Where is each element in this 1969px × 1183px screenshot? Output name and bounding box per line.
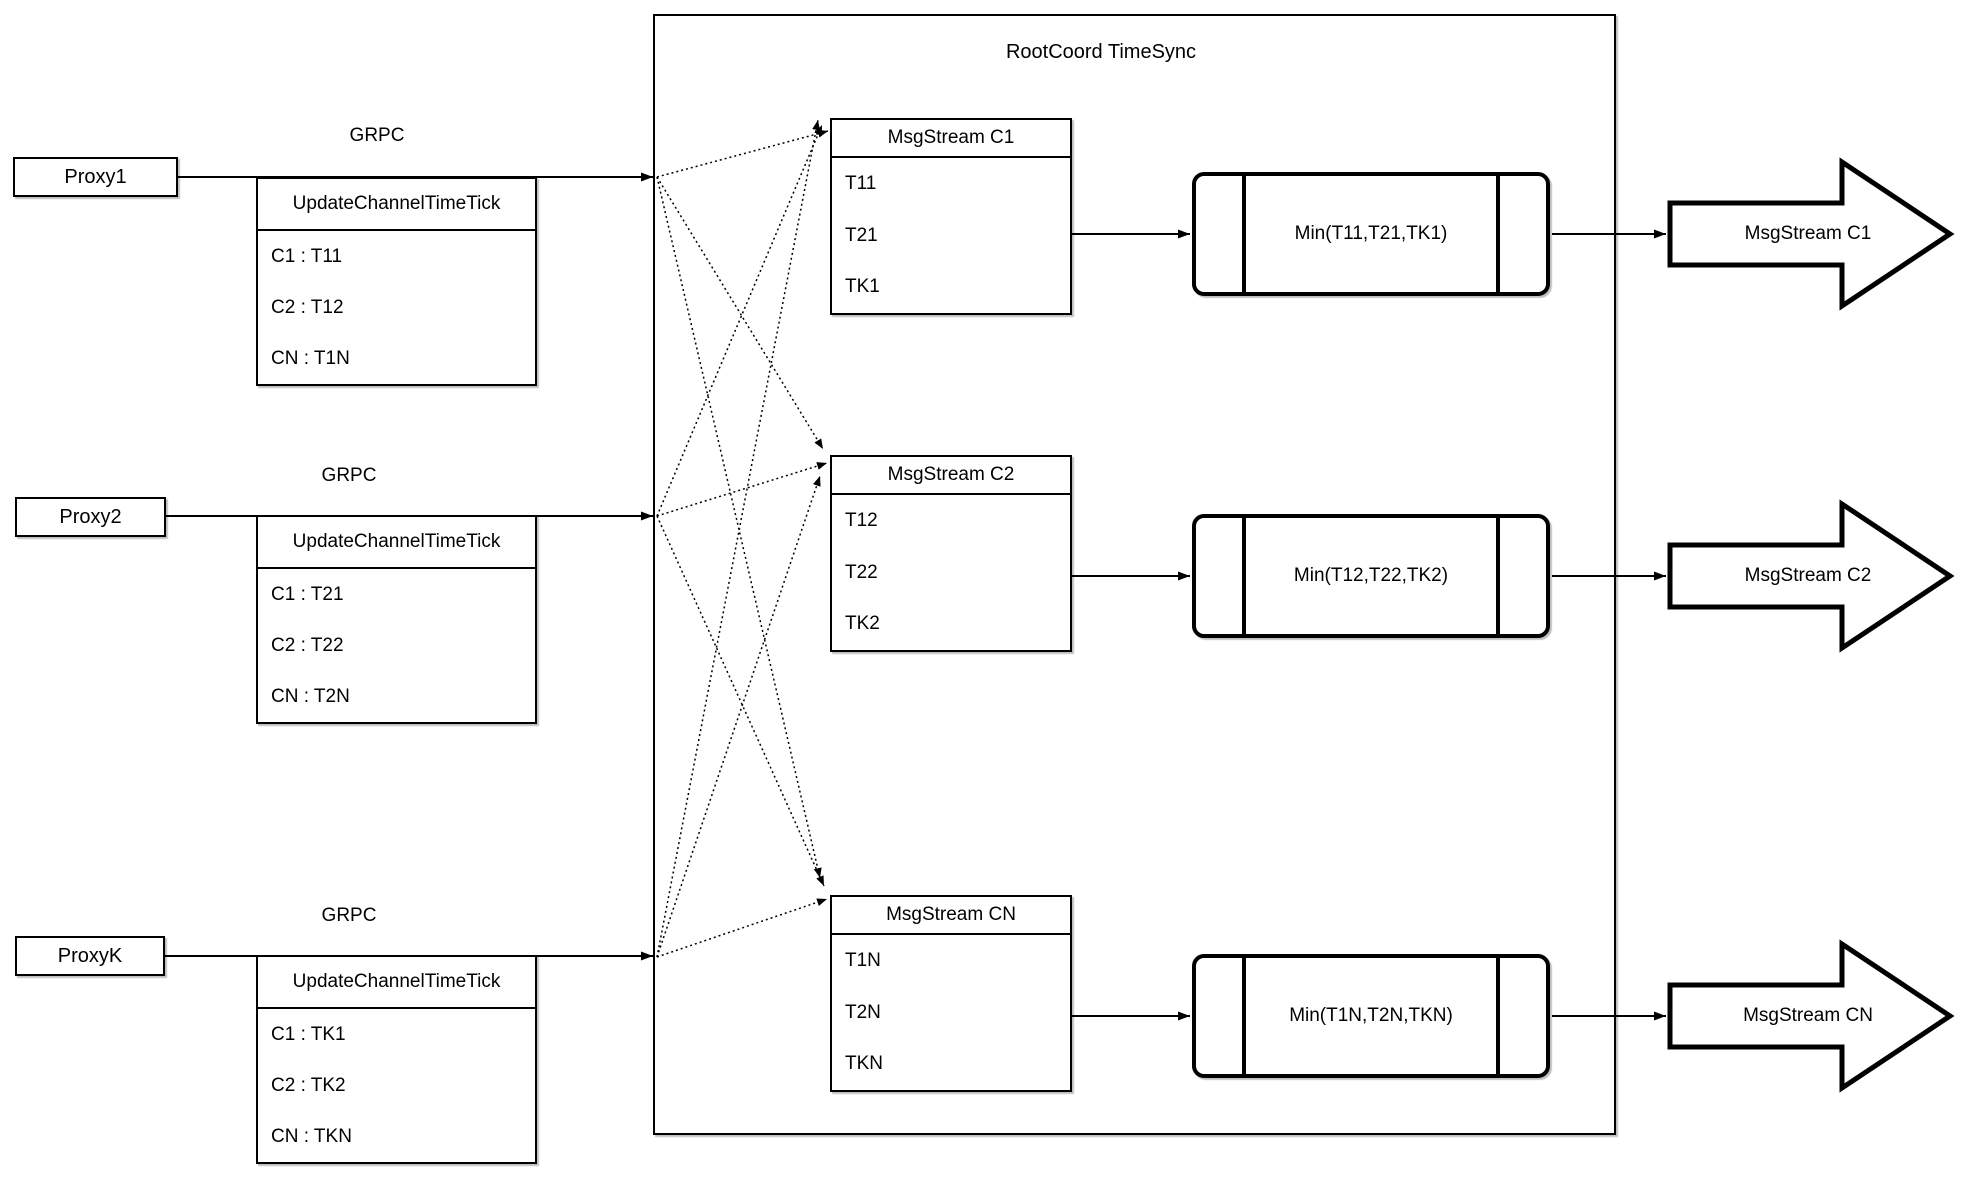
table-row: CN : T1N — [271, 347, 350, 369]
proxy2-label: Proxy2 — [59, 505, 122, 528]
output-arrow-cn-label: MsgStream CN — [1743, 1005, 1873, 1026]
min-c2-label: Min(T12,T22,TK2) — [1293, 565, 1449, 586]
min-cn-box: Min(T1N,T2N,TKN) — [1192, 954, 1550, 1078]
min-cn-label: Min(T1N,T2N,TKN) — [1289, 1005, 1453, 1026]
msgstream-cn-table: MsgStream CN T1N T2N TKN — [830, 895, 1072, 1092]
msgstream-c1-title: MsgStream C1 — [832, 120, 1070, 158]
min-c2-left-bar — [1242, 518, 1246, 634]
table-row: T22 — [845, 561, 878, 583]
msgstream-c1-body: T11 T21 TK1 — [832, 158, 1070, 313]
table-row: C2 : T12 — [271, 296, 344, 318]
table-row: T2N — [845, 1001, 881, 1023]
min-cn-right-bar — [1496, 958, 1500, 1074]
output-arrow-c1-label: MsgStream C1 — [1744, 223, 1872, 244]
table-row: T21 — [845, 224, 878, 246]
dotted-arrow-pk-c1 — [656, 119, 821, 958]
min-cn-left-bar — [1242, 958, 1246, 1074]
table-row: CN : TKN — [271, 1125, 352, 1147]
table-row: C1 : TK1 — [271, 1023, 346, 1045]
output-arrow-c2 — [1667, 499, 1955, 653]
proxyk-update-table-body: C1 : TK1 C2 : TK2 CN : TKN — [258, 1009, 535, 1162]
table-row: C2 : TK2 — [271, 1074, 346, 1096]
grpc-label-2: GRPC — [321, 465, 377, 486]
proxy1-label: Proxy1 — [64, 165, 127, 188]
output-arrow-c2-label: MsgStream C2 — [1744, 565, 1872, 586]
table-row: TK1 — [845, 276, 880, 298]
proxy1-update-table-title: UpdateChannelTimeTick — [258, 179, 535, 231]
min-c2-right-bar — [1496, 518, 1500, 634]
dotted-arrow-p2-c2 — [656, 462, 828, 517]
table-row: CN : T2N — [271, 685, 350, 707]
table-row: T12 — [845, 509, 878, 531]
min-c1-right-bar — [1496, 176, 1500, 292]
proxy1-update-table: UpdateChannelTimeTick C1 : T11 C2 : T12 … — [256, 177, 537, 386]
dotted-arrow-p2-cn — [656, 515, 825, 887]
proxy1-update-table-body: C1 : T11 C2 : T12 CN : T1N — [258, 231, 535, 384]
msgstream-c2-table: MsgStream C2 T12 T22 TK2 — [830, 455, 1072, 652]
rootcoord-timesync-title: RootCoord TimeSync — [1005, 41, 1197, 63]
msgstream-c1-table: MsgStream C1 T11 T21 TK1 — [830, 118, 1072, 315]
output-arrow-c1 — [1667, 157, 1955, 311]
dotted-arrow-pk-cn — [656, 898, 828, 958]
table-row: C2 : T22 — [271, 634, 344, 656]
proxyk-label: ProxyK — [57, 944, 123, 967]
msgstream-cn-title: MsgStream CN — [832, 897, 1070, 935]
min-c2-box: Min(T12,T22,TK2) — [1192, 514, 1550, 638]
dotted-arrow-pk-c2 — [656, 475, 821, 958]
proxy1-box: Proxy1 — [13, 157, 178, 197]
table-row: TKN — [845, 1053, 883, 1075]
min-c1-box: Min(T11,T21,TK1) — [1192, 172, 1550, 296]
proxy2-update-table-title: UpdateChannelTimeTick — [258, 517, 535, 569]
table-row: T1N — [845, 949, 881, 971]
proxyk-update-table: UpdateChannelTimeTick C1 : TK1 C2 : TK2 … — [256, 955, 537, 1164]
dotted-arrow-p2-c1 — [656, 124, 823, 517]
grpc-label-1: GRPC — [349, 125, 405, 146]
min-c1-left-bar — [1242, 176, 1246, 292]
proxy2-update-table-body: C1 : T21 C2 : T22 CN : T2N — [258, 569, 535, 722]
grpc-label-3: GRPC — [321, 905, 377, 926]
table-row: C1 : T11 — [271, 245, 343, 267]
proxy2-update-table: UpdateChannelTimeTick C1 : T21 C2 : T22 … — [256, 515, 537, 724]
proxyk-box: ProxyK — [15, 936, 165, 976]
table-row: TK2 — [845, 613, 880, 635]
table-row: C1 : T21 — [271, 583, 344, 605]
msgstream-c2-body: T12 T22 TK2 — [832, 495, 1070, 650]
msgstream-c2-title: MsgStream C2 — [832, 457, 1070, 495]
proxyk-update-table-title: UpdateChannelTimeTick — [258, 957, 535, 1009]
proxy2-box: Proxy2 — [15, 497, 166, 537]
dotted-arrow-p1-cn — [656, 176, 822, 879]
table-row: T11 — [845, 172, 877, 194]
dotted-arrow-p1-c2 — [656, 176, 824, 450]
msgstream-cn-body: T1N T2N TKN — [832, 935, 1070, 1090]
output-arrow-cn — [1667, 939, 1955, 1093]
min-c1-label: Min(T11,T21,TK1) — [1294, 223, 1448, 244]
